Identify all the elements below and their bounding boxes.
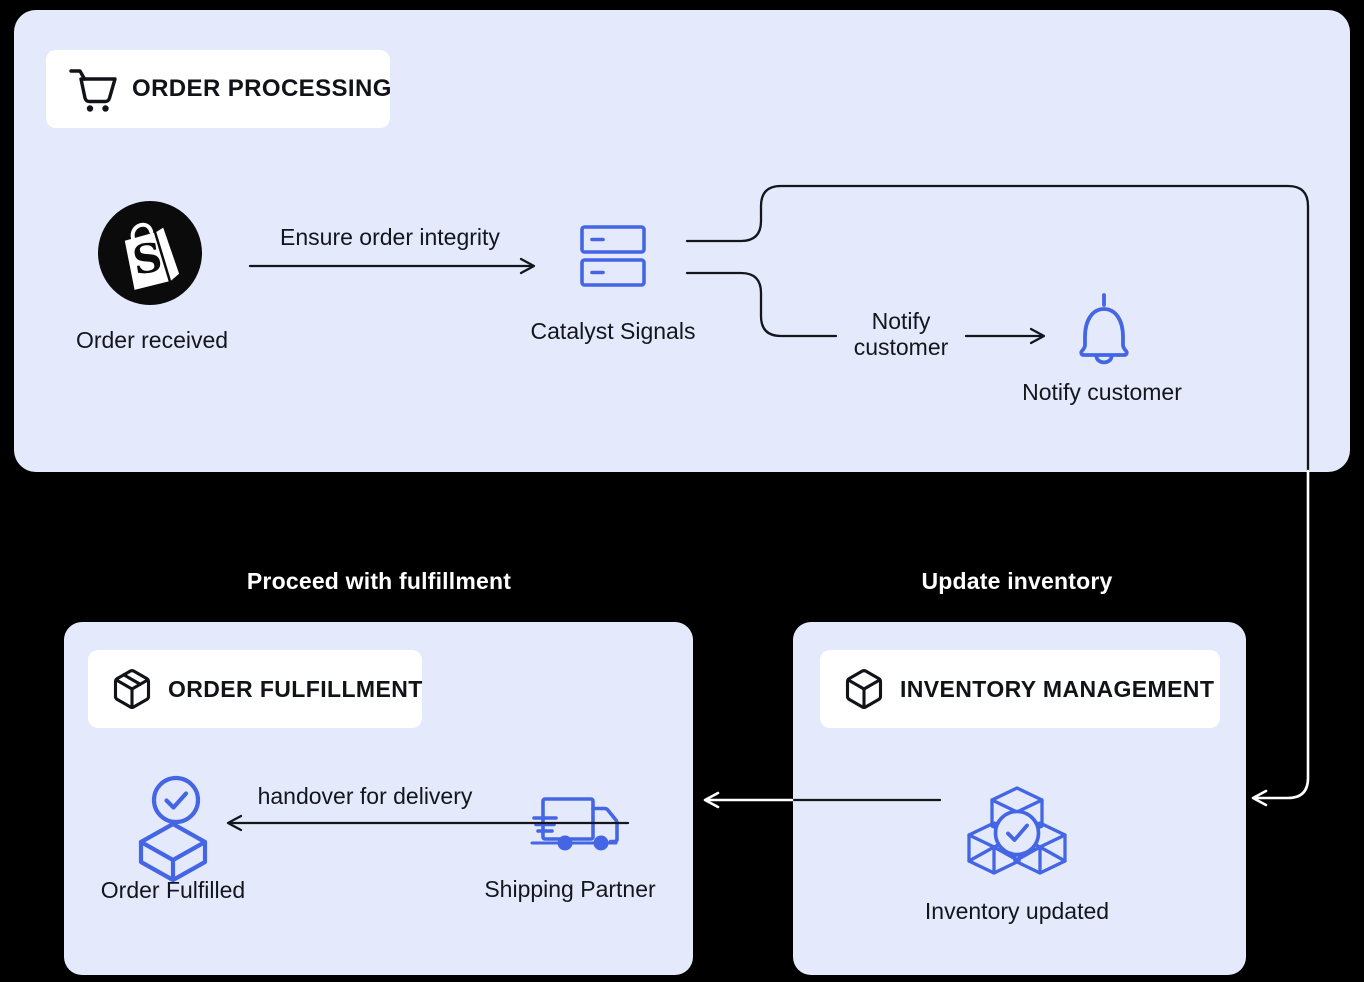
- cart-icon: [68, 66, 118, 112]
- package-icon: [110, 667, 154, 711]
- catalyst-signals-label: Catalyst Signals: [530, 318, 696, 344]
- order-processing-badge-label: ORDER PROCESSING: [132, 75, 392, 102]
- box-icon: [842, 667, 886, 711]
- handover-for-delivery-edge-label: handover for delivery: [257, 783, 473, 809]
- bell-icon: [1072, 292, 1136, 374]
- proceed-with-fulfillment-label: Proceed with fulfillment: [246, 568, 512, 594]
- update-inventory-label: Update inventory: [921, 568, 1113, 594]
- order-processing-badge: ORDER PROCESSING: [46, 50, 392, 128]
- ensure-order-integrity-edge-label: Ensure order integrity: [280, 224, 500, 250]
- notify-customer-edge-label: Notify customer: [853, 308, 949, 361]
- inventory-updated-label: Inventory updated: [924, 898, 1110, 924]
- inventory-cubes-check-icon: [961, 779, 1073, 889]
- fulfilled-box-check-icon: [128, 774, 218, 886]
- truck-icon: [528, 786, 624, 854]
- edge-to-inventory-white-segment: [1251, 469, 1310, 807]
- shipping-partner-label: Shipping Partner: [484, 876, 656, 902]
- edge-update-inventory-white-segment: [703, 791, 794, 809]
- inventory-management-badge-label: INVENTORY MANAGEMENT: [900, 675, 1215, 702]
- order-fulfilled-label: Order Fulfilled: [100, 877, 246, 903]
- inventory-management-badge: INVENTORY MANAGEMENT: [820, 650, 1220, 728]
- shopify-bag-icon: S: [96, 199, 204, 307]
- server-icon: [579, 224, 647, 288]
- notify-customer-node-label: Notify customer: [1022, 379, 1182, 405]
- order-fulfillment-badge-label: ORDER FULFILLMENT: [168, 675, 423, 702]
- order-fulfillment-badge: ORDER FULFILLMENT: [88, 650, 422, 728]
- order-received-label: Order received: [75, 327, 229, 353]
